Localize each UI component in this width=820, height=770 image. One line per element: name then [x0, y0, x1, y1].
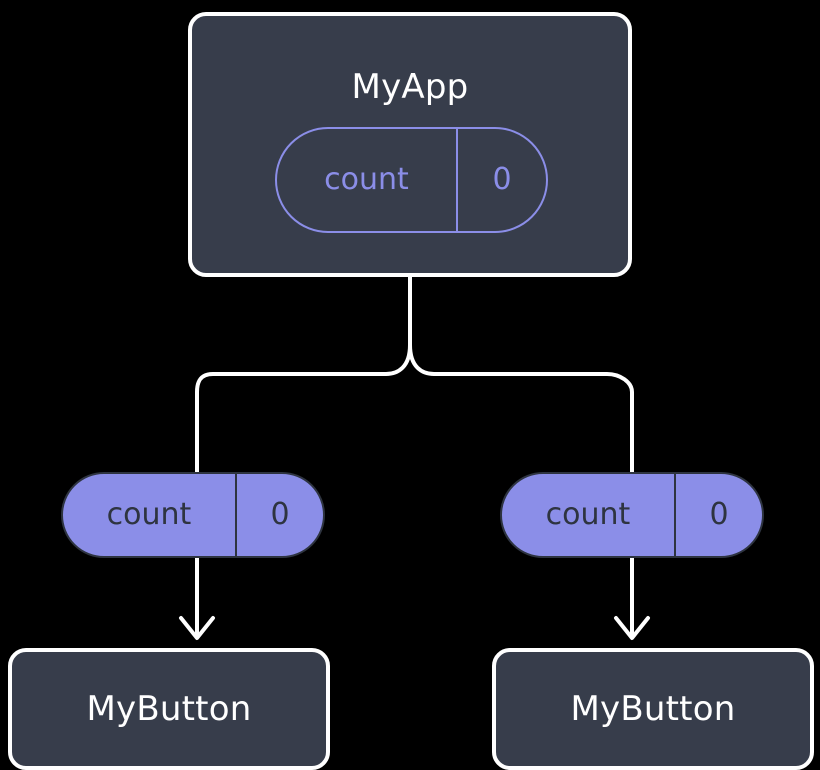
component-node-mybutton-left[interactable]: MyButton: [8, 648, 330, 770]
branch-connector-right: [408, 343, 634, 474]
component-label-leaf-left: MyButton: [86, 689, 252, 729]
component-label-leaf-right: MyButton: [570, 689, 736, 729]
prop-pill-right-value: 0: [709, 497, 729, 532]
component-node-mybutton-right[interactable]: MyButton: [492, 648, 814, 770]
prop-pill-left-key: count: [63, 474, 237, 556]
prop-pill-left-value: 0: [270, 497, 290, 532]
prop-pill-left[interactable]: count 0: [61, 472, 325, 558]
prop-pill-right-key: count: [502, 474, 676, 556]
component-label-root: MyApp: [351, 67, 469, 107]
arrow-left: [179, 557, 215, 640]
state-pill-root[interactable]: count 0: [275, 127, 548, 233]
prop-pill-right[interactable]: count 0: [500, 472, 764, 558]
arrow-right: [614, 557, 650, 640]
branch-connector-left: [195, 343, 412, 474]
state-pill-root-value: 0: [492, 162, 512, 197]
state-pill-root-key: count: [277, 129, 458, 231]
